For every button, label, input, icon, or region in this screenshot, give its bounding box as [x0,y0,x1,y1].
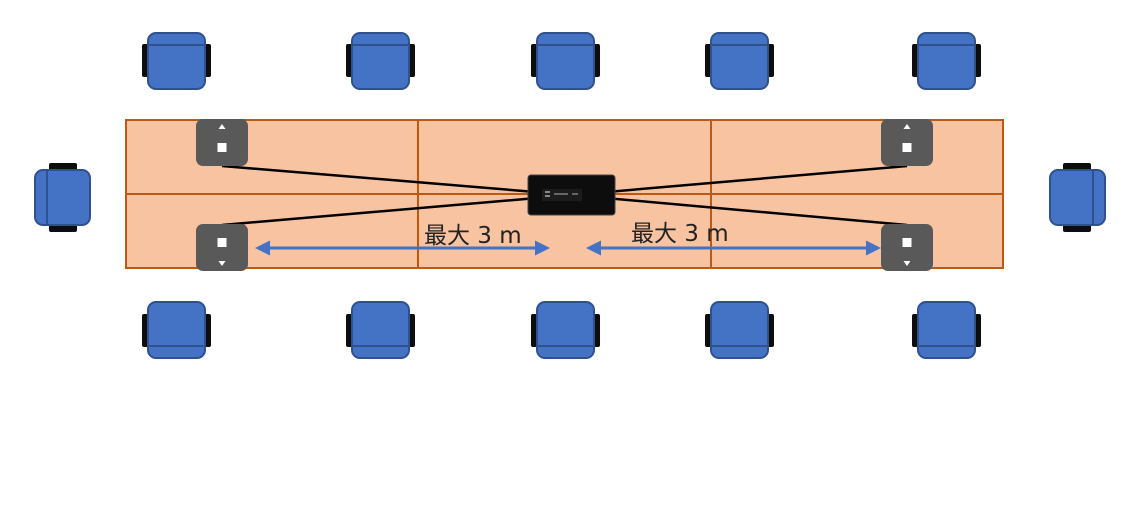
microphone-pod-icon [196,224,248,271]
office-chair-icon [34,163,91,232]
office-chair-icon [142,32,211,90]
office-chair-icon [142,301,211,359]
office-chair-icon [912,32,981,90]
microphone-pod-icon [881,224,933,271]
microphone-pod-icon [196,119,248,166]
office-chair-icon [705,301,774,359]
office-chair-icon [531,301,600,359]
office-chair-icon [346,301,415,359]
distance-label-right: 最大 3 m [631,221,729,247]
office-chair-icon [1049,163,1106,232]
office-chair-icon [346,32,415,90]
distance-label-left: 最大 3 m [424,223,522,249]
cables [221,164,908,227]
office-chair-icon [912,301,981,359]
office-chair-icon [705,32,774,90]
office-chair-icon [531,32,600,90]
microphone-pod-icon [881,119,933,166]
central-hub-icon [527,174,616,216]
